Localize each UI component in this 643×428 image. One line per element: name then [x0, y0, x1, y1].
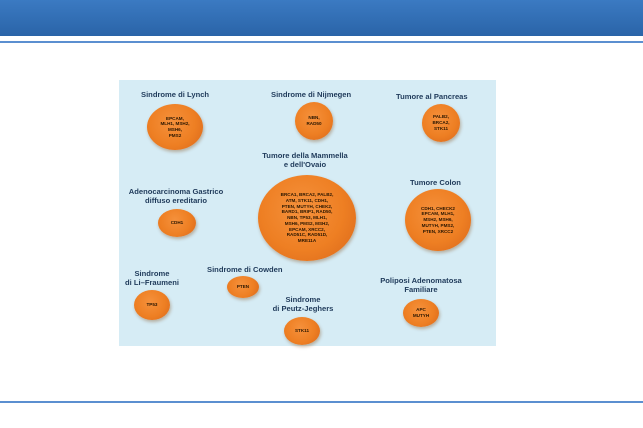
nijmegen-title: Sindrome di Nijmegen: [271, 90, 352, 99]
peutz-jeghers-title: Sindrome di Peutz-Jeghers: [272, 295, 334, 314]
pancreas-circle: PALB2, BRCA2, STK11: [422, 104, 460, 142]
lynch-circle: EPCAM, MLH1, MSH2, MSH6, PMS2: [147, 104, 203, 150]
nijmegen-circle: NBN, RAD50: [295, 102, 333, 140]
gastric-title: Adenocarcinoma Gastrico diffuso ereditar…: [128, 187, 224, 206]
li-fraumeni-genes: TP53: [146, 302, 158, 308]
li-fraumeni-circle: TP53: [134, 290, 170, 320]
cowden-genes: PTEN: [236, 284, 250, 290]
header-divider: [0, 41, 643, 43]
header-bar: [0, 0, 643, 36]
pancreas-title: Tumore al Pancreas: [396, 92, 468, 101]
peutz-jeghers-genes: STK11: [294, 328, 310, 334]
fap-title: Poliposi Adenomatosa Familiare: [380, 276, 462, 295]
lynch-genes: EPCAM, MLH1, MSH2, MSH6, PMS2: [160, 115, 190, 138]
breast-ovary-title: Tumore della Mammella e dell'Ovaio: [262, 151, 348, 170]
colon-title: Tumore Colon: [410, 178, 461, 187]
lynch-title: Sindrome di Lynch: [141, 90, 210, 99]
gastric-genes: CDH1: [170, 220, 184, 226]
cowden-circle: PTEN: [227, 276, 259, 298]
peutz-jeghers-circle: STK11: [284, 317, 320, 345]
colon-circle: CDH1, CHECK2 EPCAM, MLH1, MSH2, MSH6, MU…: [405, 189, 471, 251]
syndrome-diagram: Sindrome di Lynch EPCAM, MLH1, MSH2, MSH…: [119, 80, 496, 346]
li-fraumeni-title: Sindrome di Li–Fraumeni: [124, 269, 179, 288]
footer-divider: [0, 401, 643, 403]
fap-genes: APC MUTYH: [412, 307, 430, 318]
colon-genes: CDH1, CHECK2 EPCAM, MLH1, MSH2, MSH6, MU…: [421, 205, 455, 234]
pancreas-genes: PALB2, BRCA2, STK11: [432, 114, 450, 131]
gastric-circle: CDH1: [158, 209, 196, 237]
fap-circle: APC MUTYH: [403, 299, 439, 327]
breast-ovary-circle: BRCA1, BRCA2, PALB2, ATM, STK11, CDH1, P…: [258, 175, 356, 261]
cowden-title: Sindrome di Cowden: [207, 265, 283, 274]
breast-ovary-genes: BRCA1, BRCA2, PALB2, ATM, STK11, CDH1, P…: [280, 192, 334, 244]
nijmegen-genes: NBN, RAD50: [306, 115, 322, 126]
